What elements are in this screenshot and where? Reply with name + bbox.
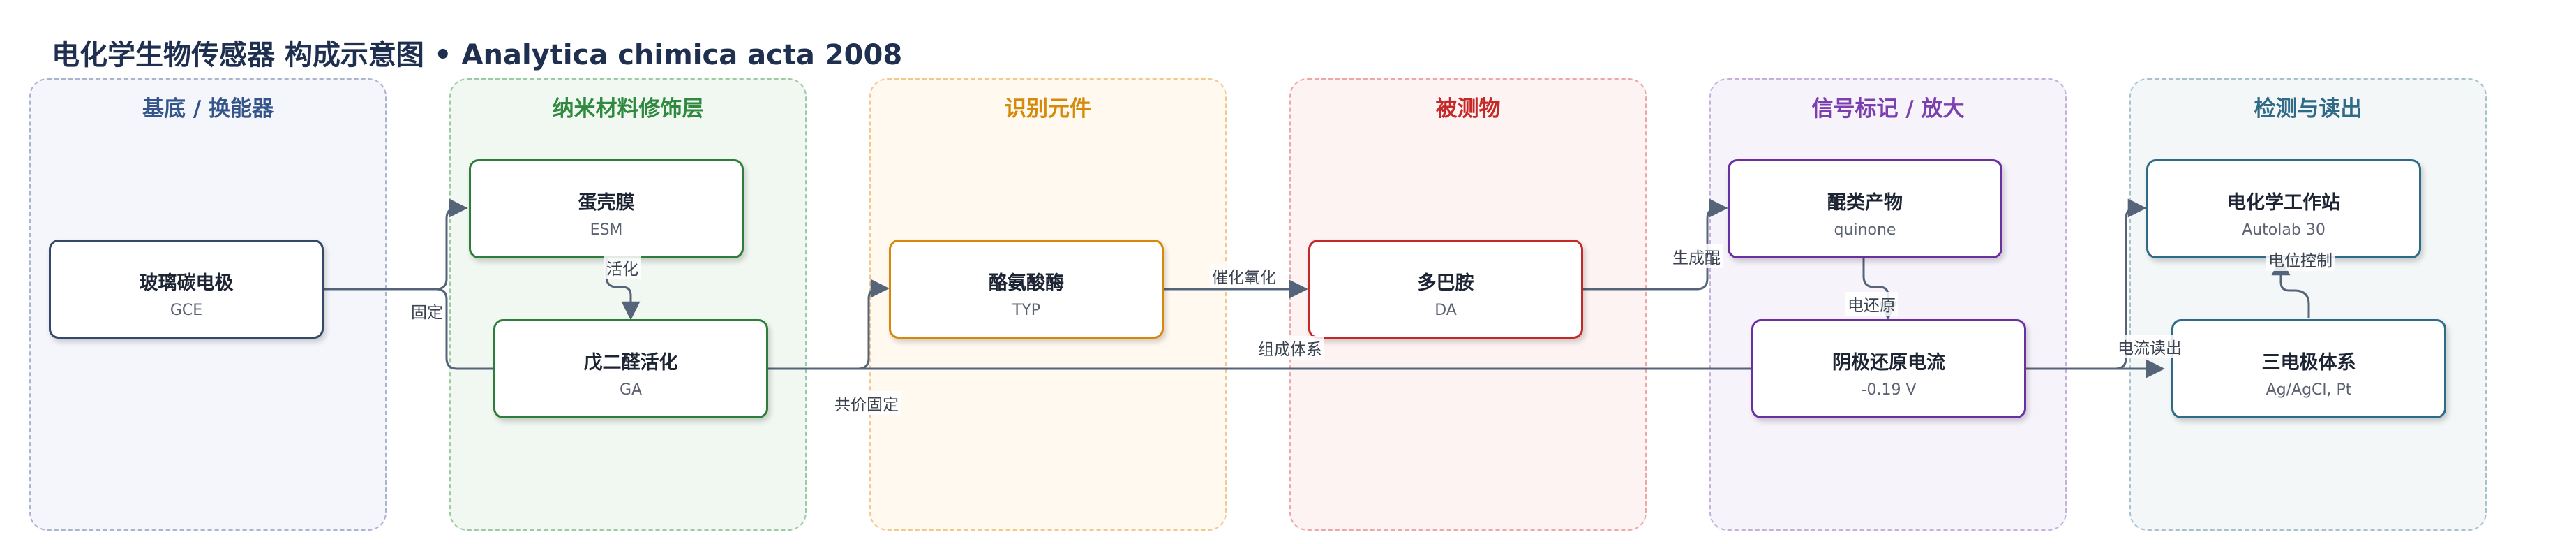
node-sub: GCE xyxy=(170,302,203,319)
node-label: 电化学工作站 xyxy=(2227,192,2340,214)
node-sub: quinone xyxy=(1834,221,1896,239)
node-sub: GA xyxy=(619,381,643,399)
lane-title: 识别元件 xyxy=(1005,96,1091,122)
node-label: 阴极还原电流 xyxy=(1832,352,1945,374)
edge-label-current-station: 电流读出 xyxy=(2116,335,2184,358)
lane-title: 被测物 xyxy=(1435,96,1501,122)
node-label: 三电极体系 xyxy=(2261,352,2356,374)
edge-ga-typ xyxy=(767,279,890,370)
edge-label-gce-electrode3: 组成体系 xyxy=(1256,336,1324,360)
edge-gce-esm xyxy=(324,198,468,291)
edge-label-quinone-current: 电还原 xyxy=(1845,292,1898,316)
node-sub: Ag/AgCl, Pt xyxy=(2266,381,2352,399)
title-main: 电化学生物传感器 构成示意图 xyxy=(52,39,424,71)
node-da: 多巴胺 DA xyxy=(1308,240,1583,339)
edge-electrode3-station xyxy=(2271,256,2310,318)
node-label: 醌类产物 xyxy=(1827,192,1903,214)
node-sub: TYP xyxy=(1012,302,1041,319)
lane-substrate: 基底 / 换能器 xyxy=(29,78,387,531)
node-esm: 蛋壳膜 ESM xyxy=(469,159,744,258)
diagram-title: 电化学生物传感器 构成示意图 • Analytica chimica acta 20… xyxy=(52,32,902,73)
node-label: 玻璃碳电极 xyxy=(139,272,234,294)
edge-esm-ga xyxy=(605,258,641,321)
lane-title: 信号标记 / 放大 xyxy=(1811,96,1965,122)
node-label: 戊二醛活化 xyxy=(583,352,678,374)
edge-current-station xyxy=(2025,198,2147,370)
edge-label-gce-esm: 固定 xyxy=(409,299,445,323)
edge-label-electrode3-station: 电位控制 xyxy=(2266,247,2335,271)
node-ga: 戊二醛活化 GA xyxy=(493,319,768,418)
edge-gce-electrode3 xyxy=(324,288,2165,378)
node-label: 酪氨酸酶 xyxy=(989,272,1064,294)
node-station: 电化学工作站 Autolab 30 xyxy=(2146,159,2421,258)
node-quinone: 醌类产物 quinone xyxy=(1728,159,2002,258)
edge-label-ga-typ: 共价固定 xyxy=(832,391,901,415)
node-typ: 酪氨酸酶 TYP xyxy=(889,240,1164,339)
node-sub: Autolab 30 xyxy=(2242,221,2326,239)
node-label: 多巴胺 xyxy=(1417,272,1474,294)
node-current: 阴极还原电流 -0.19 V xyxy=(1751,319,2026,418)
lane-title: 检测与读出 xyxy=(2254,96,2362,122)
lane-title: 基底 / 换能器 xyxy=(142,96,274,122)
node-label: 蛋壳膜 xyxy=(578,192,635,214)
node-sub: DA xyxy=(1435,302,1457,319)
title-source: Analytica chimica acta 2008 xyxy=(461,39,903,71)
title-separator: • xyxy=(433,39,452,71)
lane-title: 纳米材料修饰层 xyxy=(552,96,704,122)
edge-label-typ-da: 催化氧化 xyxy=(1210,264,1278,288)
edge-label-da-quinone: 生成醌 xyxy=(1670,244,1723,268)
node-electrode3: 三电极体系 Ag/AgCl, Pt xyxy=(2171,319,2446,418)
node-gce: 玻璃碳电极 GCE xyxy=(49,240,324,339)
edge-label-esm-ga: 活化 xyxy=(604,256,641,279)
node-sub: -0.19 V xyxy=(1861,381,1917,399)
node-sub: ESM xyxy=(590,221,623,239)
